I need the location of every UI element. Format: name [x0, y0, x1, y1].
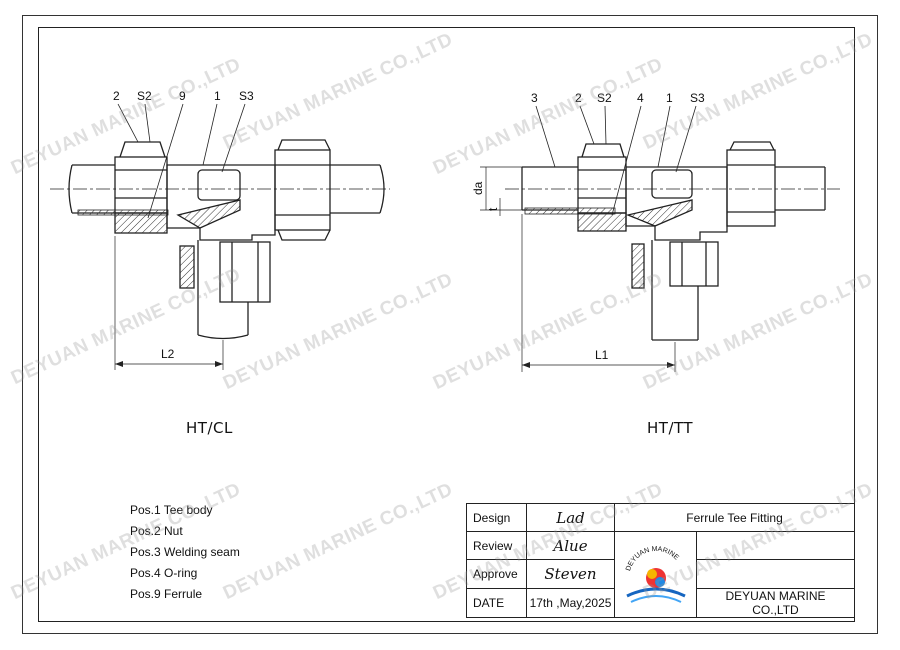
callout-right-2: 2	[575, 91, 582, 105]
legend-item: Pos.3 Welding seam	[130, 545, 240, 559]
callout-left-2: 2	[113, 89, 120, 103]
inner-frame	[38, 27, 855, 622]
legend-item: Pos.2 Nut	[130, 524, 183, 538]
logo-cell: DEYUAN MARINE	[614, 531, 697, 618]
view-ht-cl	[50, 103, 390, 370]
review-label: Review	[466, 530, 527, 561]
callout-left-9: 9	[179, 89, 186, 103]
callout-right-1: 1	[666, 91, 673, 105]
dim-l1: L1	[595, 348, 609, 362]
design-label: Design	[466, 503, 527, 532]
view-title-ht-tt: HT/TT	[647, 419, 693, 437]
company-logo-icon: DEYUAN MARINE	[625, 546, 686, 603]
legend-item: Pos.1 Tee body	[130, 503, 213, 517]
dim-da: da	[471, 181, 485, 195]
callout-left-1: 1	[214, 89, 221, 103]
approve-signature: Steven	[526, 559, 615, 589]
design-signature: Lad	[526, 503, 615, 532]
legend-item: Pos.4 O-ring	[130, 566, 198, 580]
drawing-title: Ferrule Tee Fitting	[614, 503, 855, 532]
company-name: DEYUAN MARINE CO.,LTD	[696, 587, 855, 619]
view-ht-tt	[480, 105, 840, 372]
dim-l2: L2	[161, 347, 175, 361]
title-block: Design Lad Ferrule Tee Fitting Review Al…	[466, 503, 855, 619]
review-signature: Alue	[526, 530, 615, 561]
callout-left-s2: S2	[137, 89, 152, 103]
approve-label: Approve	[466, 559, 527, 589]
dim-t: t	[486, 207, 500, 211]
view-title-ht-cl: HT/CL	[186, 419, 233, 437]
legend-item: Pos.9 Ferrule	[130, 587, 203, 601]
svg-text:DEYUAN MARINE: DEYUAN MARINE	[625, 546, 680, 572]
callout-right-4: 4	[637, 91, 644, 105]
date-label: DATE	[466, 587, 527, 619]
callout-right-3: 3	[531, 91, 538, 105]
callout-right-s2: S2	[597, 91, 612, 105]
callout-left-s3: S3	[239, 89, 254, 103]
callout-right-s3: S3	[690, 91, 705, 105]
outer-frame	[22, 15, 878, 634]
parts-legend: Pos.1 Tee body Pos.2 Nut Pos.3 Welding s…	[130, 500, 240, 605]
date-value: 17th ,May,2025	[526, 587, 615, 619]
